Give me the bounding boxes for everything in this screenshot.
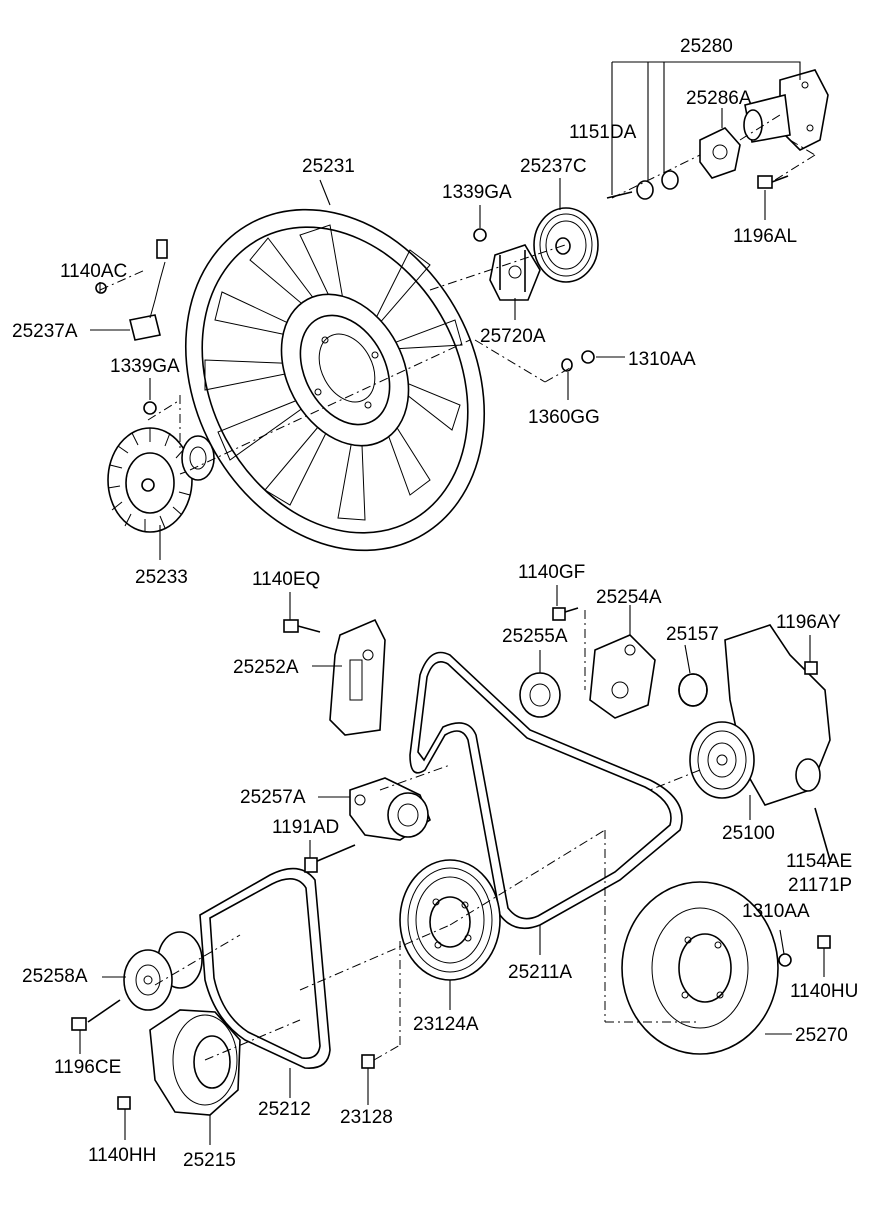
label-1339GA-top: 1339GA (442, 182, 512, 203)
label-1154AE: 1154AE (786, 851, 852, 872)
label-25215: 25215 (183, 1150, 236, 1171)
label-1140AC: 1140AC (60, 261, 127, 282)
crank-pulley-23124A (361, 859, 501, 1069)
tensioner-25257A (304, 777, 431, 873)
belt-25211A (409, 651, 683, 930)
label-1140GF: 1140GF (518, 562, 585, 583)
label-25237C: 25237C (520, 156, 587, 177)
label-1191AD: 1191AD (272, 817, 339, 838)
label-25233: 25233 (135, 567, 188, 588)
label-25257A: 25257A (240, 787, 306, 808)
leader-lines (79, 61, 825, 1145)
label-25254A: 25254A (596, 587, 662, 608)
label-1140HU: 1140HU (790, 981, 858, 1002)
pulley-25215 (117, 1009, 241, 1116)
idler-25255A (519, 672, 561, 718)
oring-25157 (678, 673, 708, 707)
label-1339GA-left: 1339GA (110, 356, 180, 377)
damper-25270 (621, 881, 831, 1055)
fan-clutch (107, 427, 215, 533)
label-1196AL: 1196AL (733, 226, 797, 247)
label-1310AA-bottom: 1310AA (742, 901, 810, 922)
label-25237A: 25237A (12, 321, 78, 342)
label-1151DA: 1151DA (569, 122, 637, 143)
label-21171P: 21171P (788, 875, 852, 896)
hub-25720A (489, 244, 541, 301)
bracket-25252A (283, 618, 386, 736)
label-1140EQ: 1140EQ (252, 569, 320, 590)
label-1196AY: 1196AY (776, 612, 841, 633)
hub-25286A (699, 127, 741, 179)
label-25258A: 25258A (22, 966, 88, 987)
belt-25212 (199, 867, 331, 1069)
sensor-25237A (95, 239, 168, 341)
pulley-25237C (533, 207, 599, 283)
label-25252A: 25252A (233, 657, 299, 678)
label-1360GG: 1360GG (528, 407, 600, 428)
label-25157: 25157 (666, 624, 719, 645)
nuts-top (606, 170, 679, 200)
alignment-lines (99, 114, 816, 1061)
label-1196CE: 1196CE (54, 1057, 121, 1078)
fan-assembly (184, 208, 486, 552)
bolt-1196AL (757, 175, 789, 189)
label-25280: 25280 (680, 36, 733, 57)
label-25270: 25270 (795, 1025, 848, 1046)
small-nuts (143, 228, 595, 415)
label-25231: 25231 (302, 156, 355, 177)
label-1140HH: 1140HH (88, 1145, 156, 1166)
part-labels: 25280 25286A 1151DA 25237C 25231 1339GA … (12, 36, 858, 1171)
label-25255A: 25255A (502, 626, 568, 647)
label-25286A: 25286A (686, 88, 752, 109)
bracket-25280 (743, 69, 829, 151)
label-25720A: 25720A (480, 326, 546, 347)
label-23124A: 23124A (413, 1014, 479, 1035)
bracket-25254A (552, 607, 656, 719)
label-25212: 25212 (258, 1099, 311, 1120)
label-25100: 25100 (722, 823, 775, 844)
label-25211A: 25211A (508, 962, 572, 983)
pulley-25258A (71, 931, 203, 1031)
label-1310AA-top: 1310AA (628, 349, 696, 370)
label-23128: 23128 (340, 1107, 393, 1128)
